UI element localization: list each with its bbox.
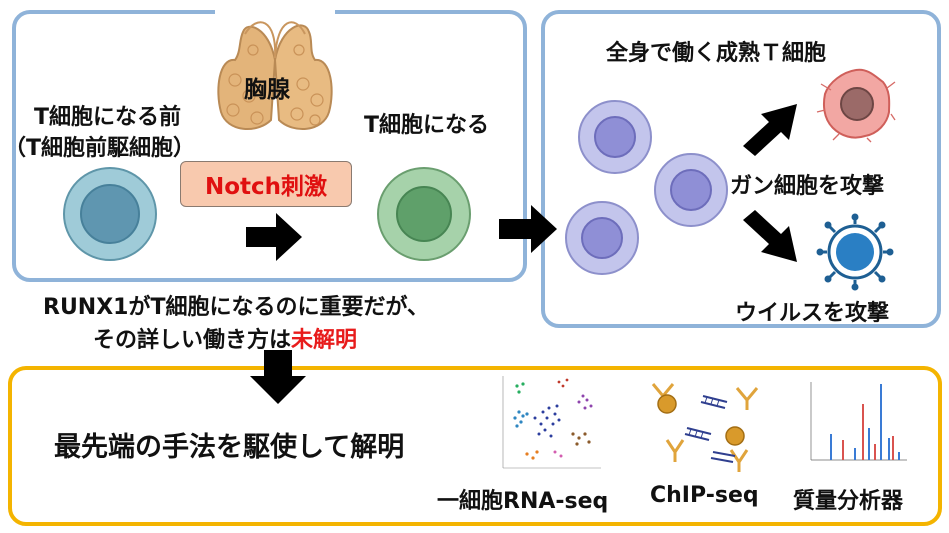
arrow-up-right-icon	[743, 104, 797, 156]
thymus-icon	[215, 0, 335, 131]
unresolved-statement: その詳しい働き方は未解明	[93, 322, 357, 354]
scrna-seq-plot-icon	[502, 376, 601, 469]
mass-spec-plot-icon	[810, 382, 907, 461]
thymus-label: 胸腺	[244, 77, 290, 103]
arrow-down-icon	[250, 350, 306, 404]
cancer-cell-icon	[816, 68, 896, 143]
mature-t-cell-icon	[578, 100, 652, 174]
method-mass-spec-label: 質量分析器	[793, 489, 904, 514]
method-chip-seq-label: ChIP-seq	[650, 483, 759, 508]
bottom-panel	[8, 366, 942, 526]
unresolved-prefix: その詳しい働き方は	[93, 328, 292, 353]
mature-t-cell-icon	[654, 153, 728, 227]
notch-stimulus-box: Notch刺激	[180, 161, 352, 207]
t-cell-label: T細胞になる	[364, 113, 490, 138]
right-panel	[541, 10, 941, 328]
mature-t-cell-icon	[565, 201, 639, 275]
arrow-down-right-icon	[743, 210, 797, 262]
method-scrna-seq-label: 一細胞RNA-seq	[437, 489, 609, 514]
runx1-statement: RUNX1がT細胞になるのに重要だが、	[43, 295, 430, 320]
attack-virus-label: ウイルスを攻撃	[735, 301, 890, 326]
t-cell-icon	[377, 167, 471, 261]
mature-t-cell-title: 全身で働く成熟Ｔ細胞	[606, 41, 827, 66]
arrow-right-icon	[246, 213, 302, 261]
arrow-right-icon	[499, 205, 557, 253]
pre-t-cell-title: T細胞になる前	[34, 105, 182, 130]
attack-cancer-label: ガン細胞を攻撃	[730, 174, 885, 199]
unresolved-highlight: 未解明	[291, 328, 358, 353]
chip-seq-icon	[651, 383, 759, 472]
virus-icon	[816, 213, 894, 291]
advanced-methods-text: 最先端の手法を駆使して解明	[54, 432, 405, 463]
pre-t-cell-subtitle: （T細胞前駆細胞）	[4, 136, 196, 161]
pre-t-cell-icon	[63, 167, 157, 261]
